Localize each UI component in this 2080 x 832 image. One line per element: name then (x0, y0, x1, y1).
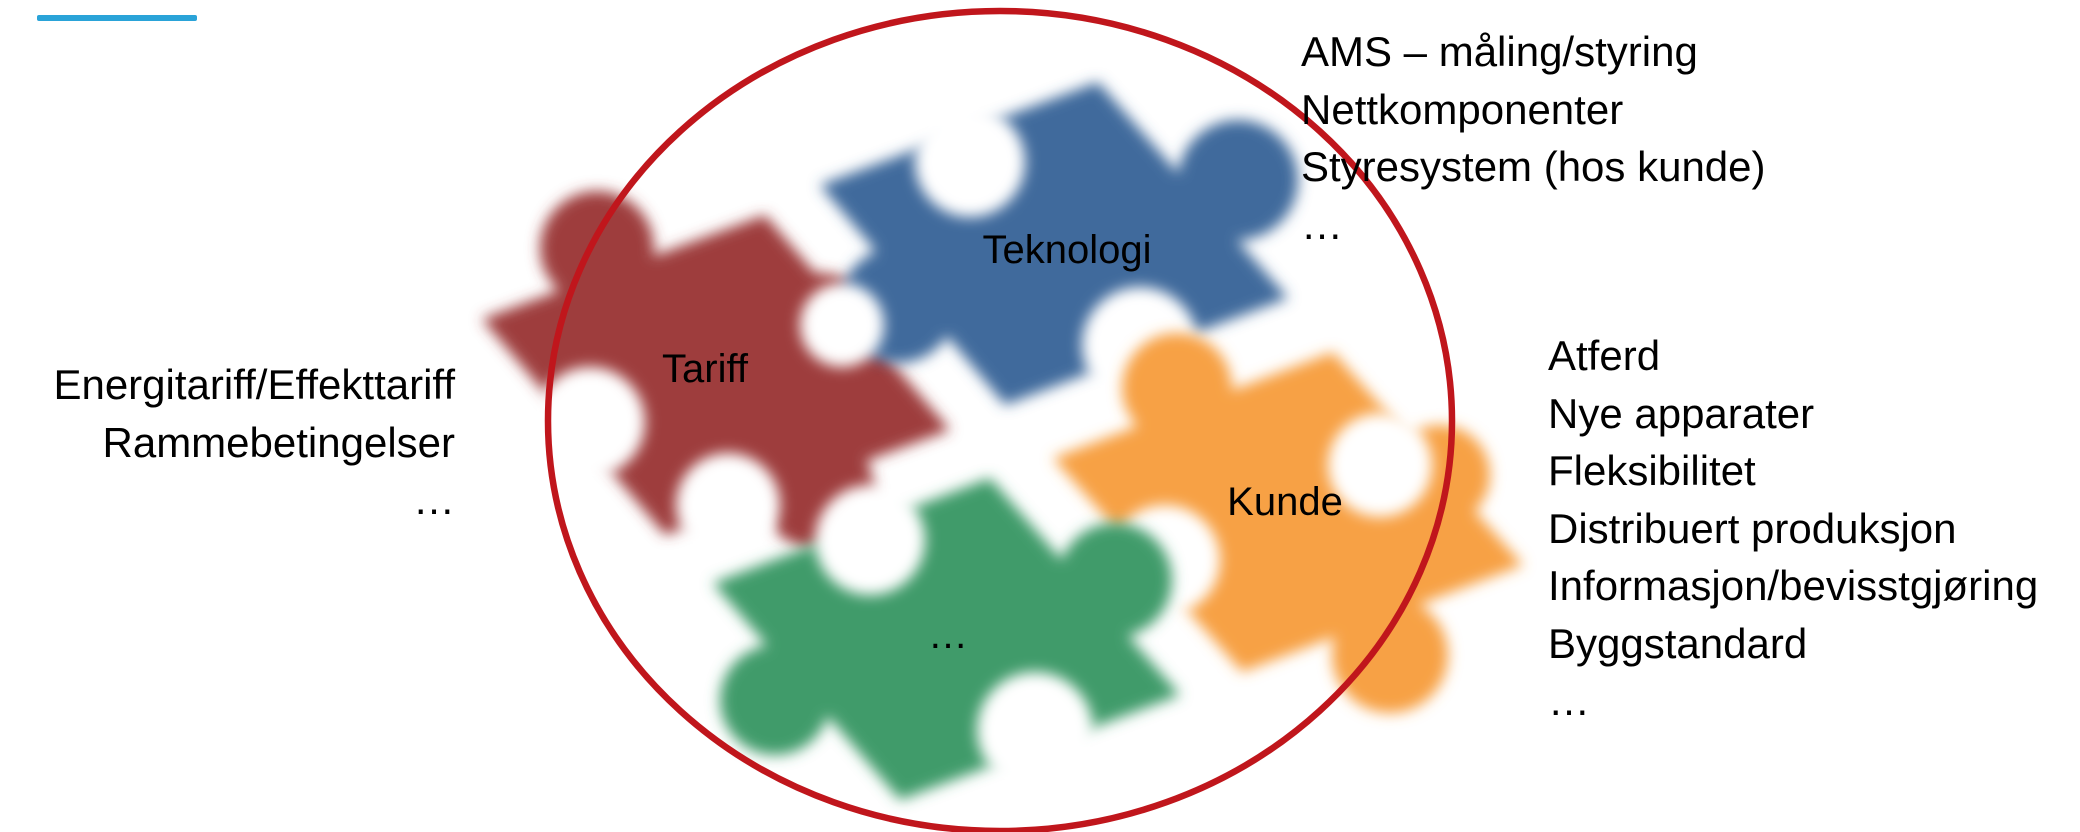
kunde-list-item: Atferd (1548, 332, 1661, 379)
accent-bar (37, 15, 197, 21)
kunde-list-item: Fleksibilitet (1548, 447, 1756, 494)
puzzle-label-unnamed: … (928, 613, 968, 657)
enclosing-ellipse (544, 7, 1456, 832)
kunde-list-item: Informasjon/bevisstgjøring (1548, 562, 2039, 609)
tariff-list-item: … (413, 476, 455, 523)
kunde-list-item: … (1548, 677, 1590, 724)
tariff-list-item: Rammebetingelser (102, 418, 456, 466)
kunde-list-item: Byggstandard (1548, 619, 1808, 667)
kunde-list: Atferd Nye apparater Fleksibilitet Distr… (1548, 327, 2038, 730)
kunde-list-item: Distribuert produksjon (1548, 504, 1957, 552)
teknologi-list-item: Styresystem (hos kunde) (1301, 143, 1766, 190)
puzzle-label-kunde: Kunde (1227, 480, 1343, 524)
kunde-list-item: Nye apparater (1548, 389, 1815, 437)
puzzle-piece-teknologi: Teknologi (800, 82, 1298, 405)
puzzle-label-teknologi: Teknologi (982, 228, 1151, 272)
puzzle-piece-unnamed: … (713, 478, 1180, 800)
teknologi-list-item: AMS – måling/styring (1301, 28, 1698, 75)
teknologi-list-item: Nettkomponenter (1301, 85, 1624, 133)
puzzle-label-tariff: Tariff (662, 347, 749, 391)
teknologi-list-item: … (1301, 200, 1343, 248)
teknologi-list: AMS – måling/styring Nettkomponenter Sty… (1301, 23, 1766, 253)
tariff-list: Energitariff/Effekttariff Rammebetingels… (53, 356, 455, 529)
tariff-list-item: Energitariff/Effekttariff (53, 361, 455, 408)
